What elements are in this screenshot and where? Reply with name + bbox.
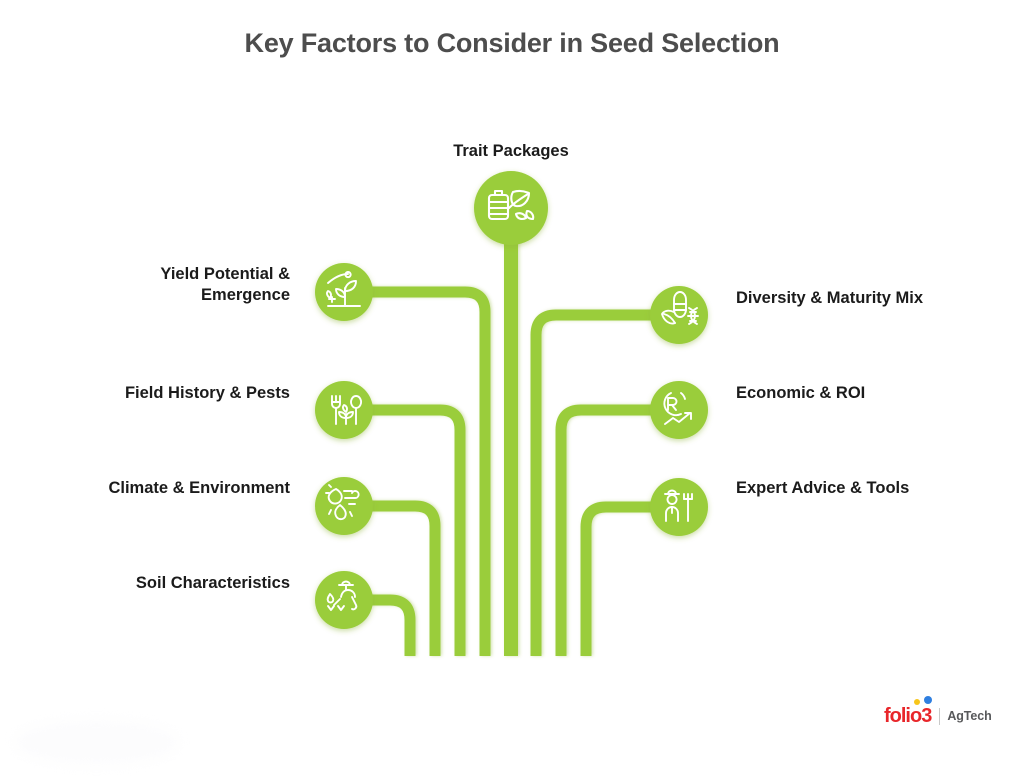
logo-dot-blue-icon (924, 696, 932, 704)
farmer-soil-drops-icon (326, 580, 358, 611)
label-expert-advice: Expert Advice & Tools (736, 479, 910, 497)
folio3-agtech-logo[interactable]: folio3 AgTech (884, 696, 992, 729)
label-trait-packages: Trait Packages (453, 142, 569, 160)
logo-suffix-label: AgTech (947, 708, 992, 723)
farmer-pitchfork-icon (664, 489, 693, 522)
corn-dna-icon (661, 291, 699, 325)
node-trait-packages[interactable] (474, 171, 548, 245)
label-climate-environment: Climate & Environment (108, 479, 290, 497)
logo-dot-yellow-icon (914, 699, 920, 705)
label-soil-characteristics: Soil Characteristics (135, 574, 290, 592)
logo-divider (939, 707, 941, 725)
label-economic-roi: Economic & ROI (736, 384, 866, 402)
branch-climate (344, 500, 441, 656)
sprout-growth-icon (326, 271, 361, 307)
node-field-history[interactable] (315, 381, 373, 439)
central-trunk (504, 200, 518, 656)
page-title: Key Factors to Consider in Seed Selectio… (244, 28, 780, 58)
branch-expert (580, 501, 679, 656)
sun-wind-water-icon (325, 484, 360, 521)
node-climate-environment[interactable] (315, 477, 373, 535)
branch-field (344, 404, 466, 656)
label-diversity-maturity: Diversity & Maturity Mix (736, 289, 924, 307)
branch-paths (344, 286, 679, 656)
branch-soil (344, 594, 416, 656)
logo-brand-text: folio3 (884, 696, 932, 727)
label-yield-potential: Yield Potential & Emergence (160, 265, 290, 305)
roi-arrow-icon (663, 392, 692, 425)
branch-economic (555, 404, 679, 656)
node-expert-advice[interactable] (650, 478, 708, 536)
pest-fork-plant-icon (331, 395, 362, 425)
label-field-history: Field History & Pests (124, 384, 290, 402)
node-economic-roi[interactable] (650, 381, 708, 439)
logo-brand-label: folio3 (884, 705, 932, 727)
branch-diversity (530, 309, 679, 656)
background-blob (14, 720, 179, 765)
node-diversity-maturity[interactable] (650, 286, 708, 344)
node-yield-potential[interactable] (315, 263, 373, 321)
node-soil-characteristics[interactable] (315, 571, 373, 629)
seed-bottle-leaf-icon (487, 189, 535, 221)
branch-yield (344, 286, 491, 656)
